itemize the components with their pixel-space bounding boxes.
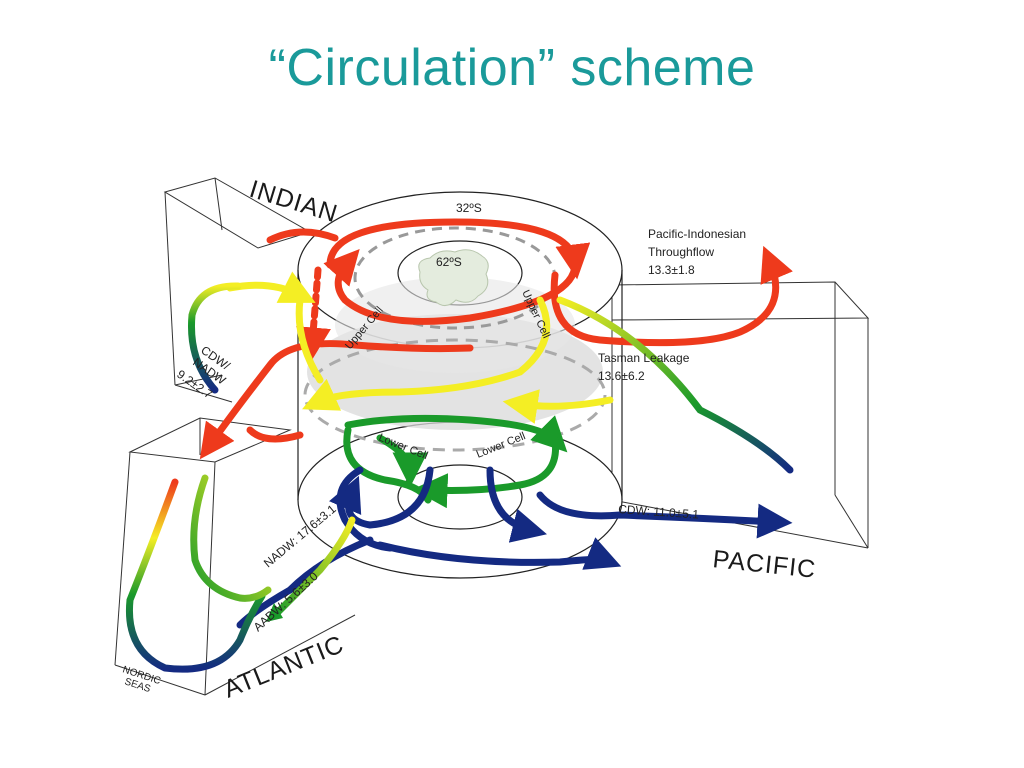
basin-label-pacific: PACIFIC	[711, 545, 817, 584]
latitude-62s-label: 62ºS	[436, 255, 462, 269]
nadw-flow	[271, 516, 356, 619]
throughflow-value: 13.3±1.8	[648, 263, 695, 277]
cdw-pacific-label: CDW: 11.0±5.1	[618, 502, 700, 522]
pacific-basin-box	[611, 281, 870, 549]
atlantic-overturning-flow	[125, 478, 266, 673]
tasman-label: Tasman Leakage	[598, 351, 690, 365]
upper-cell-yellow-flow	[226, 271, 794, 474]
indian-cdw-nadw-flow	[188, 282, 242, 394]
latitude-32s-label: 32ºS	[456, 201, 482, 215]
atlantic-return-flow	[190, 474, 272, 602]
lower-cell-green-flow	[343, 414, 568, 509]
basin-label-indian: INDIAN	[246, 175, 341, 228]
throughflow-label-line1: Pacific-Indonesian	[648, 227, 746, 241]
tasman-value: 13.6±6.2	[598, 369, 645, 383]
deep-navy-flow	[236, 466, 793, 629]
slide-title: “Circulation” scheme	[268, 39, 756, 97]
throughflow-label-line2: Throughflow	[648, 245, 714, 259]
antarctica-continent	[418, 249, 489, 306]
nadw-arrowhead	[266, 603, 283, 622]
lower-dashed-ring	[303, 338, 607, 452]
